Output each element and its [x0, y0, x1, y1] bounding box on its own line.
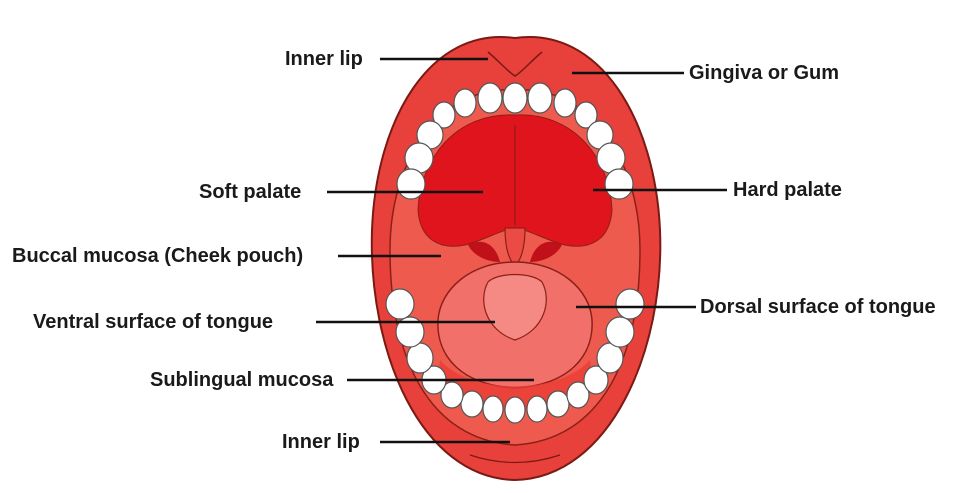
- label-inner-lip-bottom: Inner lip: [282, 430, 360, 454]
- label-hard-palate: Hard palate: [733, 178, 842, 202]
- label-buccal-mucosa: Buccal mucosa (Cheek pouch): [12, 244, 303, 268]
- label-sublingual-mucosa: Sublingual mucosa: [150, 368, 333, 392]
- label-soft-palate: Soft palate: [199, 180, 301, 204]
- label-inner-lip-top: Inner lip: [285, 47, 363, 71]
- label-gingiva: Gingiva or Gum: [689, 61, 839, 85]
- label-dorsal-surface: Dorsal surface of tongue: [700, 295, 936, 319]
- label-ventral-surface: Ventral surface of tongue: [33, 310, 273, 334]
